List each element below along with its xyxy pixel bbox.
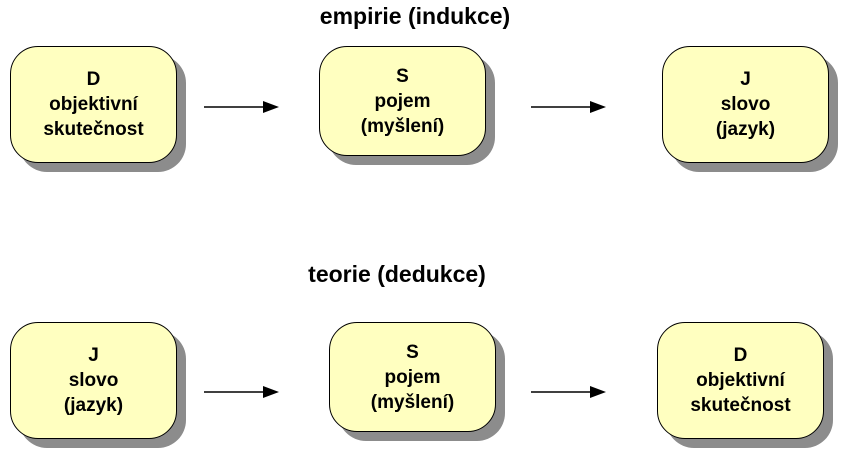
box-line2: (myšlení) [360,115,445,137]
box-letter: J [88,345,99,366]
box-line1: objektivní [49,94,138,115]
slovo-box: J slovo (jazyk) [662,46,829,163]
pojem-box: S pojem (myšlení) [319,46,486,156]
box-line1: slovo [68,370,119,391]
objektivni-skutecnost-box: D objektivní skutečnost [10,46,177,163]
right-arrow-icon [531,101,606,113]
box-letter: D [86,69,101,90]
box-line1: slovo [720,94,771,115]
box-line1: objektivní [696,370,785,391]
right-arrow-icon [204,101,279,113]
box-line2: (jazyk) [63,395,124,416]
pojem-box: S pojem (myšlení) [329,322,496,432]
box-letter: J [740,69,751,90]
right-arrow-icon [204,386,279,398]
box-letter: S [406,341,419,363]
box-line1: pojem [374,90,431,112]
box-line2: (jazyk) [715,119,776,140]
teorie-title: teorie (dedukce) [308,261,486,287]
box-line1: pojem [384,366,441,388]
right-arrow-icon [531,386,606,398]
empirie-title: empirie (indukce) [319,3,511,29]
box-line2: skutečnost [690,395,791,416]
slovo-box: J slovo (jazyk) [10,322,177,439]
box-line2: skutečnost [43,119,144,140]
objektivni-skutecnost-box: D objektivní skutečnost [657,322,824,439]
box-letter: S [396,65,409,87]
box-line2: (myšlení) [370,391,455,413]
box-letter: D [733,345,748,366]
